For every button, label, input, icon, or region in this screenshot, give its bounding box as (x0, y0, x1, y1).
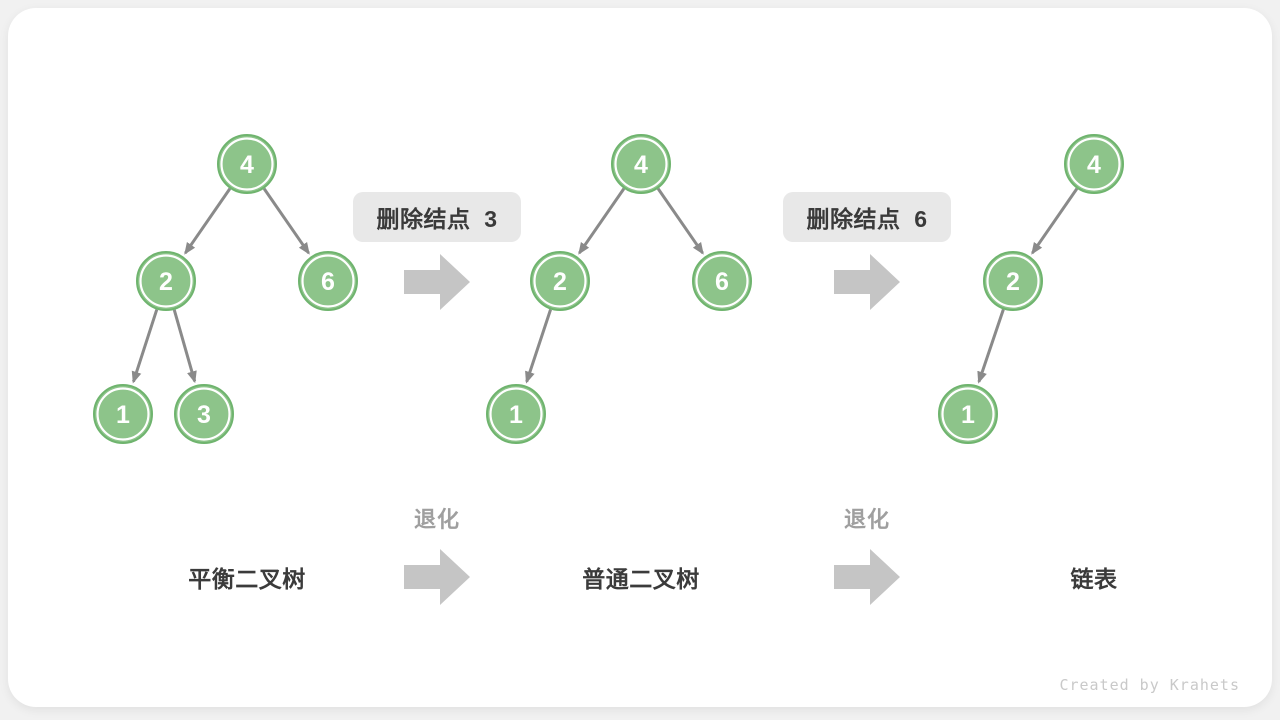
tree-node-value: 1 (116, 401, 130, 429)
tree-linked-list: 4 2 1 (938, 134, 1124, 444)
tree-node-value: 2 (1006, 268, 1020, 296)
transition-arrow-icon (834, 254, 900, 310)
tree-node-6: 6 (692, 251, 752, 311)
edge-arrow (184, 187, 232, 255)
tree-node-4: 4 (217, 134, 277, 194)
tree-node-value: 6 (715, 268, 729, 296)
edge-arrow (525, 309, 553, 384)
caption-ordinary-tree: 普通二叉树 (582, 566, 700, 592)
edge-arrow (656, 187, 704, 255)
edge-arrow (131, 309, 159, 384)
tree-node-2: 2 (983, 251, 1043, 311)
tree-node-value: 2 (553, 268, 567, 296)
tree-node-value: 4 (240, 151, 254, 179)
tree-node-3: 3 (174, 384, 234, 444)
delete-node-6-label: 删除结点 6 (783, 192, 951, 242)
caption-balanced-tree: 平衡二叉树 (188, 566, 306, 592)
delete-node-3-label: 删除结点 3 (353, 192, 521, 242)
tree-node-value: 4 (634, 151, 648, 179)
tree-node-1: 1 (938, 384, 998, 444)
transition-arrow-icon (404, 254, 470, 310)
caption-linked-list: 链表 (1070, 566, 1118, 592)
degrade-label-2: 退化 (843, 507, 891, 532)
tree-node-value: 3 (197, 401, 211, 429)
tree-balanced-binary-tree: 4 2 6 1 3 (93, 134, 358, 444)
tree-node-value: 1 (509, 401, 523, 429)
tree-node-1: 1 (93, 384, 153, 444)
edge-arrow (977, 308, 1005, 384)
degrade-label-1: 退化 (413, 507, 461, 532)
transition-arrow-icon (404, 549, 470, 605)
tree-node-value: 2 (159, 268, 173, 296)
tree-node-6: 6 (298, 251, 358, 311)
tree-node-2: 2 (530, 251, 590, 311)
transition-arrow-icon (834, 549, 900, 605)
tree-node-value: 6 (321, 268, 335, 296)
watermark: Created by Krahets (1059, 676, 1240, 694)
tree-node-value: 4 (1087, 151, 1101, 179)
edge-arrow (1031, 187, 1079, 255)
edge-arrow (172, 309, 197, 384)
tree-node-4: 4 (1064, 134, 1124, 194)
edge-arrow (578, 187, 626, 255)
tree-node-2: 2 (136, 251, 196, 311)
canvas-card (8, 8, 1272, 707)
tree-node-4: 4 (611, 134, 671, 194)
tree-node-1: 1 (486, 384, 546, 444)
edge-arrow (262, 187, 310, 255)
tree-ordinary-binary-tree: 4 2 6 1 (486, 134, 752, 444)
tree-node-value: 1 (961, 401, 975, 429)
